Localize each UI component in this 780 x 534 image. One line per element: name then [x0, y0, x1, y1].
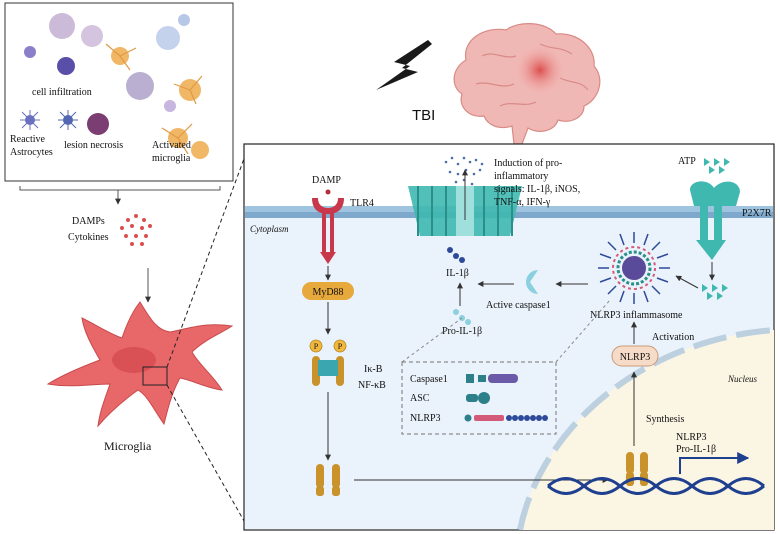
label-pro-il1b: Pro-IL-1β — [442, 326, 482, 337]
label-il1b: IL-1β — [446, 268, 469, 279]
nfkb-free — [316, 464, 340, 496]
caspase1-pacman-icon — [526, 270, 538, 294]
label-nucleus: Nucleus — [727, 374, 757, 384]
label-activation: Activation — [652, 332, 694, 343]
nlrp3-box — [611, 345, 659, 367]
legend-nlrp3: NLRP3 — [410, 413, 441, 424]
label-activated: Activated — [152, 140, 191, 151]
label-nlrp3-box: NLRP3 — [620, 352, 651, 363]
il1b-particles — [447, 247, 465, 263]
phosphate-label-2: P — [338, 342, 343, 351]
label-gene-pro-il1b: Pro-IL-1β — [676, 444, 716, 455]
label-p2x7r: P2X7R — [742, 208, 772, 219]
transcription-start-arrow — [679, 452, 750, 474]
induction-line-1: Induction of pro- — [494, 158, 562, 169]
cell-state-panel: cell infiltration Reactive Astrocytes le… — [4, 2, 234, 182]
microglia-cell — [46, 301, 234, 428]
label-microglia: Microglia — [104, 439, 152, 453]
lightning-icon — [376, 40, 432, 90]
nlrp3-inflammasome-icon — [598, 232, 670, 304]
p2x7r-receptor — [690, 181, 740, 260]
legend-asc: ASC — [410, 393, 430, 404]
label-nfkb: NF-κB — [358, 380, 386, 391]
pathway-panel: Cytoplasm DAMP TLR4 MyD88 P P Iκ-B NF-κB — [243, 143, 775, 531]
legend-leader-right — [555, 299, 611, 363]
bracket-connector — [19, 186, 221, 200]
label-reactive: Reactive — [10, 134, 46, 145]
induction-line-3: signals: IL-1β, iNOS, — [494, 184, 580, 195]
label-gene-nlrp3: NLRP3 — [676, 432, 707, 443]
nfkb-nuclear — [626, 452, 648, 486]
label-astrocytes: Astrocytes — [10, 147, 53, 158]
secreted-signal-dots — [444, 156, 484, 186]
label-damp: DAMP — [312, 175, 341, 186]
ikb-nfkb-complex: P P — [309, 339, 347, 386]
nuclear-envelope — [517, 327, 774, 530]
induction-line-2: inflammatory — [494, 171, 548, 182]
cell-cluster-illustration — [20, 13, 209, 159]
zoom-line-bottom — [166, 384, 249, 529]
label-synthesis: Synthesis — [646, 414, 684, 425]
legend-leader-left — [401, 317, 463, 363]
label-ikb: Iκ-B — [364, 364, 383, 375]
label-cell-infiltration: cell infiltration — [32, 87, 92, 98]
atp-molecules — [704, 158, 730, 174]
component-legend: Caspase1 ASC NLRP3 — [401, 361, 557, 435]
label-atp: ATP — [678, 156, 696, 167]
arrow-atp-to-inflammasome — [675, 275, 699, 289]
label-myd88: MyD88 — [312, 287, 343, 298]
tlr4-receptor — [312, 198, 344, 264]
label-active-caspase1: Active caspase1 — [486, 300, 551, 311]
label-nlrp3-inflammasome: NLRP3 inflammasome — [590, 310, 683, 321]
legend-caspase1: Caspase1 — [410, 374, 448, 385]
label-lesion-necrosis: lesion necrosis — [64, 140, 123, 151]
atp-intracellular — [702, 284, 728, 300]
brain-icon — [453, 23, 601, 145]
label-tbi: TBI — [412, 107, 435, 124]
induction-line-4: TNF-α, IFN-γ — [494, 197, 551, 208]
label-damps: DAMPs — [72, 216, 105, 227]
pro-il1b-particles — [453, 309, 471, 325]
phosphate-label-1: P — [314, 342, 319, 351]
cytokine-dots — [120, 214, 152, 246]
myd88-node — [302, 282, 354, 300]
label-cytoplasm: Cytoplasm — [250, 224, 289, 234]
label-cytokines: Cytokines — [68, 232, 109, 243]
label-microglia-small: microglia — [152, 153, 191, 164]
dna-helix — [547, 477, 765, 495]
zoom-line-top — [166, 147, 249, 368]
label-tlr4: TLR4 — [350, 198, 374, 209]
